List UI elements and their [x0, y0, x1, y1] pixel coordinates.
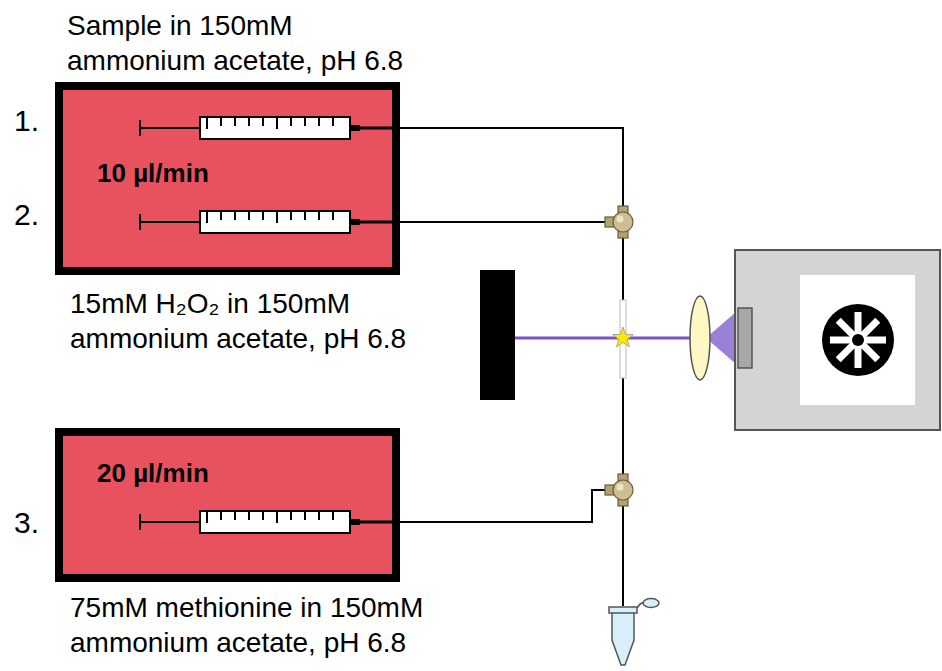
callout-number: 1.: [14, 103, 39, 139]
laser-logo: [822, 304, 894, 376]
solution-description: 75mM methionine in 150mM ammonium acetat…: [70, 590, 470, 660]
syringe-pump-box: Sample in 150mM ammonium acetate, pH 6.8…: [55, 82, 400, 275]
laser-beam: [515, 337, 700, 340]
irradiation-star: [613, 327, 634, 347]
solution-description: Sample in 150mM ammonium acetate, pH 6.8: [67, 8, 427, 78]
beam-stop: [480, 270, 515, 400]
laser-aperture: [738, 308, 752, 368]
syringe-single: [63, 436, 392, 574]
syringe: [140, 211, 392, 233]
laser-housing: [735, 250, 940, 430]
tubing: [400, 128, 623, 606]
flow-rate: 20 µl/min: [97, 458, 209, 489]
lens: [690, 296, 710, 380]
solution-description: 15mM H₂O₂ in 150mM ammonium acetate, pH …: [70, 286, 430, 356]
callout-number: 3.: [14, 505, 39, 541]
collection-tube: [609, 599, 659, 666]
callout-number: 2.: [14, 197, 39, 233]
beam-cone: [706, 298, 752, 378]
flow-rate: 10 µl/min: [97, 158, 209, 189]
laser-panel: [800, 275, 915, 405]
syringe-pump-box: 20 µl/min75mM methionine in 150mM ammoni…: [55, 428, 400, 582]
valve: [605, 206, 633, 238]
syringe: [140, 511, 392, 533]
syringe: [140, 117, 392, 139]
valve: [605, 474, 633, 506]
